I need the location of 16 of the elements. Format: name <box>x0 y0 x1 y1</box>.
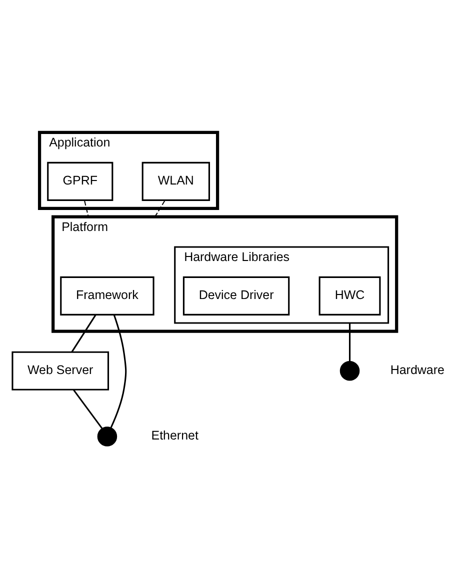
node-circle <box>97 426 118 446</box>
node-box: HWC <box>318 276 381 315</box>
node-box: Web Server <box>12 350 110 390</box>
node-label: Ethernet <box>151 428 198 442</box>
connector <box>154 200 166 217</box>
node-label: Hardware <box>390 362 444 377</box>
node-box: Device Driver <box>182 276 290 315</box>
node-box: WLAN <box>142 161 210 200</box>
connector <box>71 314 96 352</box>
connector <box>110 314 127 428</box>
node-circle <box>340 360 360 380</box>
node-box: GPRF <box>47 161 114 200</box>
node-box: Framework <box>60 276 154 315</box>
connector <box>348 322 351 361</box>
connector <box>73 389 103 428</box>
connector <box>84 200 89 216</box>
